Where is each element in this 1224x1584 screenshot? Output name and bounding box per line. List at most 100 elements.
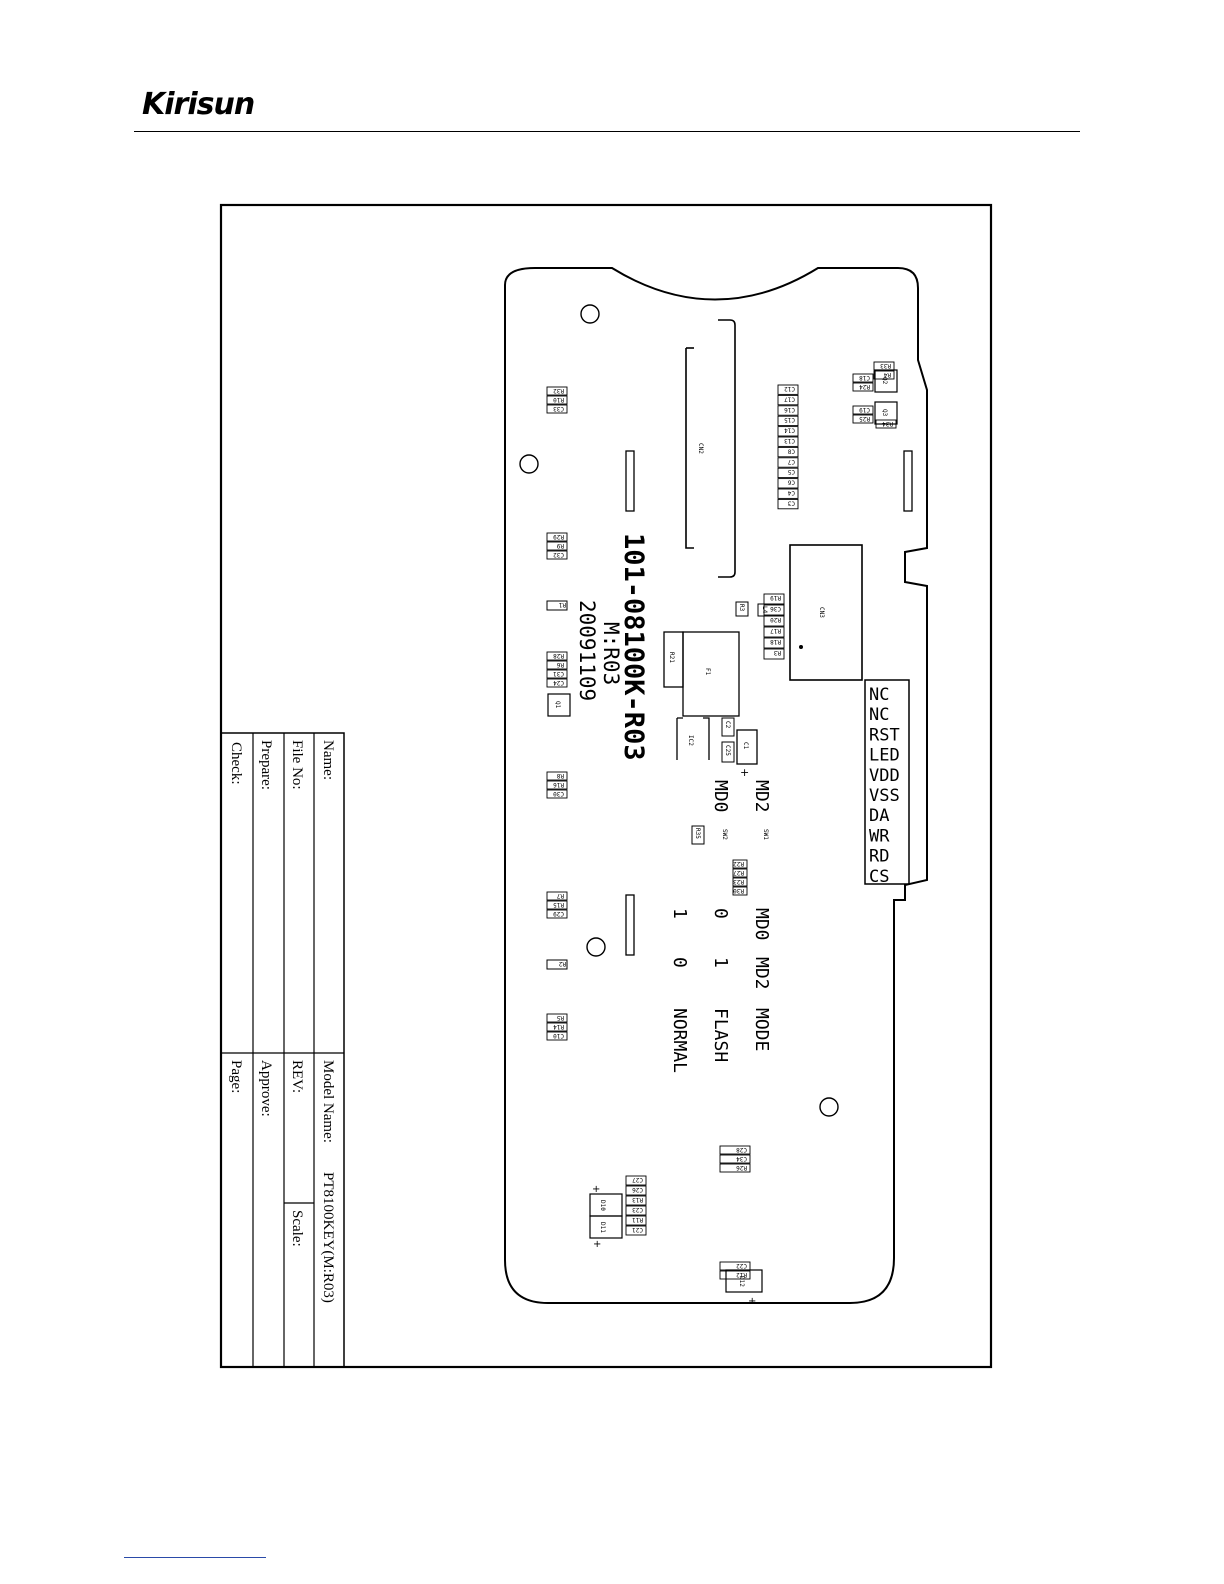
cap-column-label: C17 <box>784 395 795 402</box>
mode-table-cell: 1 <box>669 908 690 919</box>
sw-group-part <box>732 886 748 896</box>
r1-label: R1 <box>558 601 566 608</box>
left-group-4-label: R16 <box>553 781 564 788</box>
bottom-group-1-label: C28 <box>736 1146 747 1153</box>
left-group-5-part <box>546 891 568 901</box>
mid-group-part <box>763 637 785 649</box>
cap-column-label: C13 <box>784 437 795 444</box>
cap-column-part <box>777 446 799 458</box>
mounting-hole <box>586 937 606 957</box>
mid-group-part <box>763 604 785 616</box>
q3-transistor <box>874 401 898 425</box>
mid-group-part <box>763 648 785 660</box>
top-right-c-part <box>875 419 897 429</box>
left-group-4-label: C30 <box>553 790 564 797</box>
header-divider <box>134 131 1080 132</box>
md2-label: MD2 <box>751 780 772 813</box>
top-right-d-part <box>852 405 874 415</box>
bottom-group-1-label: R26 <box>736 1164 747 1171</box>
check-label: Check: <box>228 742 244 785</box>
pin-label: NC <box>869 685 889 705</box>
sw-group-part <box>732 859 748 869</box>
left-group-6-label: C10 <box>553 1032 564 1039</box>
bottom-group-2-label: C21 <box>632 1226 643 1233</box>
left-group-2-label: R9 <box>556 542 564 549</box>
bottom-group-2-part <box>625 1205 647 1216</box>
cap-column-part <box>777 384 799 395</box>
sw-group-part <box>732 877 748 887</box>
left-group-5-label: R7 <box>556 892 564 899</box>
mid-group-label: C36 <box>770 605 781 612</box>
logo-text: Kirisun <box>142 87 254 120</box>
top-right-b-label: R24 <box>859 383 870 390</box>
sw-group-label: R27 <box>733 869 744 876</box>
bottom-group-2-part <box>625 1195 647 1206</box>
left-group-2-part <box>546 550 568 560</box>
pin-label: CS <box>869 867 889 887</box>
ic2-chip: IC2 <box>676 717 710 760</box>
cap-column-part <box>777 498 799 510</box>
bottom-group-1-label: C34 <box>736 1155 747 1162</box>
left-group-5-label: R15 <box>553 901 564 908</box>
left-group-4-part <box>546 780 568 790</box>
board-date: 20091109 <box>575 600 599 701</box>
pin-label: VSS <box>869 786 900 806</box>
left-group-6-part <box>546 1022 568 1032</box>
c1-capacitor: C1 + <box>736 729 758 779</box>
mode-table-cell: 0 <box>710 908 731 919</box>
plus-sign: + <box>593 1239 601 1250</box>
left-group-4-part <box>546 789 568 799</box>
name-label: Name: <box>320 740 336 780</box>
sw2-label: SW2 <box>721 829 728 840</box>
top-right-b-part <box>852 382 874 392</box>
r21-label: R21 <box>668 652 675 663</box>
approve-label: Approve: <box>258 1060 274 1117</box>
sw1-label: SW1 <box>762 829 769 840</box>
mode-table-cell: 0 <box>669 957 690 968</box>
r2-label: R2 <box>558 960 566 967</box>
sw-group-label: R23 <box>733 878 744 885</box>
mode-table-cell: NORMAL <box>669 1008 690 1073</box>
top-right-b-part <box>852 373 874 383</box>
mid-group-label: R17 <box>770 627 781 634</box>
cn3-connector: CN3 <box>789 544 863 681</box>
left-group-2-part <box>546 532 568 542</box>
r1-resistor <box>546 600 568 611</box>
bottom-group-3-label: R12 <box>736 1271 747 1278</box>
left-group-3-label: R6 <box>556 661 564 668</box>
top-right-a-part <box>873 361 895 371</box>
small-components: R32R10C33R29R9C32R28R6C31C24R8R16C30R7R1… <box>546 361 897 1280</box>
c25-label: C25 <box>724 745 731 756</box>
left-group-3-part <box>546 660 568 670</box>
mode-table-header: MD2 <box>751 957 772 990</box>
mounting-hole <box>519 454 539 474</box>
mid-group-label: R19 <box>770 594 781 601</box>
model-name-value: PT8100KEY(M:R03) <box>320 1172 336 1303</box>
bottom-group-2-label: C26 <box>632 1186 643 1193</box>
pin-label: RD <box>869 847 889 867</box>
bottom-group-3-label: C22 <box>736 1262 747 1269</box>
r35-label: R35 <box>694 828 701 839</box>
part-number: 101-08100K-R03 <box>618 533 649 761</box>
left-group-1-label: R32 <box>553 387 564 394</box>
bottom-group-2-label: C23 <box>632 1206 643 1213</box>
left-group-6-part <box>546 1013 568 1023</box>
mode-table-cell: FLASH <box>710 1008 731 1062</box>
cap-column-label: C4 <box>787 489 795 496</box>
board-revision: M:R03 <box>599 622 623 685</box>
scale-label: Scale: <box>289 1210 305 1247</box>
bottom-group-2-part <box>625 1175 647 1186</box>
cap-column-part <box>777 405 799 416</box>
left-group-2-label: C32 <box>553 551 564 558</box>
pin-label: WR <box>869 826 890 846</box>
slot <box>625 450 635 512</box>
sw-group-part <box>732 868 748 878</box>
pcb-outline <box>504 267 928 1304</box>
left-group-4-label: R8 <box>556 772 564 779</box>
cn3-label: CN3 <box>818 607 825 618</box>
sw-group-label: R22 <box>733 860 744 867</box>
title-block: Name: File No: Prepare: Check: Model Nam… <box>220 732 345 1368</box>
left-group-3-part <box>546 651 568 661</box>
